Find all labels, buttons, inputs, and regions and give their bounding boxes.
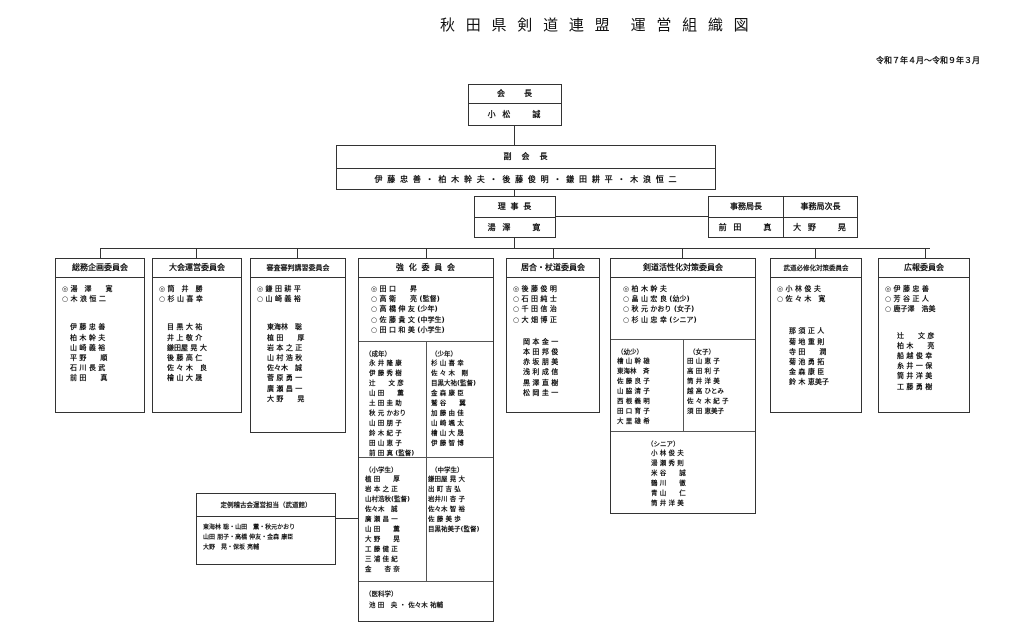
committee-koho-members: 辻 文 彦 柏 木 亮 船 越 俊 幸 糸 井 一 保 筒 井 洋 美 工 藤 … [897, 331, 935, 391]
kyoka-chugaku-list: 鎌田屋 晃 大 出 町 吉 弘 岩井川 杏 子 佐々木 智 裕 佐 藤 美 歩 … [428, 475, 480, 533]
kyoka-section-shogaku: （小学生） 植 田 厚 岩 本 之 正 山村浩秋(監督) 佐々木 誠 廣 瀬 昌… [359, 457, 493, 582]
period-label: 令和７年４月～令和９年３月 [876, 56, 980, 65]
connector-drop-hisshu [815, 248, 816, 258]
kyoka-chugaku-label: （中学生） [431, 466, 464, 474]
fukukaicho-label: 副 会 長 [337, 146, 715, 169]
committee-soumu-leads: ◎ 湯 澤 寛 ○ 木 浪 恒 二 [62, 285, 113, 304]
connector-drop-kasseika [682, 248, 683, 258]
committee-kasseika-title: 剣道活性化対策委員会 [611, 259, 755, 278]
committee-iai-members: 岡 本 金 一 本 田 邦 俊 赤 坂 朋 美 浅 利 成 信 黒 澤 直 樹 … [523, 337, 559, 397]
kasseika-yosho-divider [683, 340, 684, 432]
committee-shinsa-leads: ◎ 鎌 田 耕 平 ○ 山 崎 義 裕 [257, 285, 301, 304]
committee-soumu-title: 総務企画委員会 [56, 259, 144, 278]
connector-drop-koho [925, 248, 926, 258]
committee-koho-leads: ◎ 伊 藤 忠 善 ○ 芳 谷 正 人 ○ 鹿子澤 浩美 [885, 285, 936, 314]
kyoka-seinen-divider [426, 342, 427, 458]
committee-shinsa-title: 審査審判講習委員会 [251, 259, 345, 278]
connector-bus [100, 248, 930, 249]
committee-iai-leads: ◎ 後 藤 俊 明 ○ 石 田 純 士 ○ 千 田 信 治 ○ 大 畑 博 正 [513, 285, 557, 324]
connector-riji-bus [514, 238, 515, 248]
kasseika-joshi-label: （女子） [689, 348, 715, 356]
committee-kasseika: 剣道活性化対策委員会 ◎ 柏 木 幹 夫 ○ 畠 山 宏 良 (幼少) ○ 秋 … [610, 258, 756, 514]
kasseika-senior-list: 小 林 俊 夫 湯 瀬 秀 則 米 谷 誠 鶴 川 徹 青 山 仁 筒 井 洋 … [651, 449, 686, 507]
fukukaicho-box: 副 会 長 伊 藤 忠 善 ・ 柏 木 幹 夫 ・ 後 藤 俊 明 ・ 鎌 田 … [336, 145, 716, 190]
jimukyoku-box: 事務局長 事務局次長 前 田 真 大 野 晃 [708, 196, 858, 238]
kaicho-name: 小 松 誠 [487, 110, 543, 119]
committee-koho-title: 広報委員会 [879, 259, 969, 278]
connector-drop-taikai [196, 248, 197, 258]
committee-hisshu: 武道必修化対策委員会 ◎ 小 林 俊 夫 ○ 佐 々 木 寛 那 須 正 人 菊… [770, 258, 862, 413]
keiko-title: 定例稽古会運営担当（武道館） [197, 494, 335, 517]
committee-shinsa-members: 東海林 聡 植 田 厚 岩 本 之 正 山 村 浩 秋 佐々木 誠 菅 原 勇 … [267, 323, 305, 403]
connector-drop-soumu [100, 248, 101, 258]
committee-taikai-title: 大会運営委員会 [153, 259, 241, 278]
committee-taikai-leads: ◎ 筒 井 勝 ○ 杉 山 喜 幸 [159, 285, 203, 304]
committee-kasseika-leads: ◎ 柏 木 幹 夫 ○ 畠 山 宏 良 (幼少) ○ 秋 元 かおり (女子) … [623, 285, 697, 324]
jimukyokujicho-name: 大 野 晃 [793, 223, 848, 232]
kaicho-label: 会 長 [469, 85, 561, 104]
committee-iai-title: 居合・杖道委員会 [507, 259, 599, 278]
committee-taikai: 大会運営委員会 ◎ 筒 井 勝 ○ 杉 山 喜 幸 目 黒 大 祐 井 上 敬 … [152, 258, 242, 413]
kyoka-shogaku-label: （小学生） [365, 466, 398, 474]
committee-hisshu-leads: ◎ 小 林 俊 夫 ○ 佐 々 木 寛 [777, 285, 826, 304]
kasseika-senior-label: （シニア） [647, 440, 680, 448]
committee-kyoka-leads: ◎ 田 口 昇 ○ 高 衛 亮 (監督) ○ 高 橋 伸 友 (少年) ○ 佐 … [371, 285, 445, 334]
kyoka-section-ika: （医科学） 池 田 央 ・ 佐々木 祐輔 [359, 581, 493, 622]
committee-shinsa: 審査審判講習委員会 ◎ 鎌 田 耕 平 ○ 山 崎 義 裕 東海林 聡 植 田 … [250, 258, 346, 433]
kyoka-shonen-label: （少年） [431, 350, 457, 358]
kasseika-yosho-label: （幼少） [617, 348, 643, 356]
kyoka-seinen-label: （成年） [365, 350, 391, 358]
connector-keiko [336, 518, 360, 519]
kyoka-section-seinen: （成年） 永 井 隆 康 伊 藤 秀 樹 辻 文 彦 山 田 薫 土 田 圭 助… [359, 341, 493, 458]
committee-iai: 居合・杖道委員会 ◎ 後 藤 俊 明 ○ 石 田 純 士 ○ 千 田 信 治 ○… [506, 258, 600, 413]
jimukyokucho-label: 事務局長 [730, 202, 762, 211]
committee-hisshu-title: 武道必修化対策委員会 [771, 259, 861, 278]
connector-kaicho-fuku [514, 126, 515, 145]
jimukyokujicho-label: 事務局次長 [800, 202, 841, 211]
jimukyoku-hline [709, 217, 857, 218]
connector-drop-iai [553, 248, 554, 258]
rijicho-name: 湯 澤 寛 [487, 223, 543, 232]
fukukaicho-names: 伊 藤 忠 善 ・ 柏 木 幹 夫 ・ 後 藤 俊 明 ・ 鎌 田 耕 平 ・ … [374, 175, 678, 184]
committee-hisshu-members: 那 須 正 人 菊 地 重 則 寺 田 潤 菊 池 勇 拓 金 森 康 臣 鈴 … [789, 327, 829, 387]
kasseika-joshi-list: 田 山 恵 子 高 田 利 子 筒 井 洋 美 越 高 ひとみ 佐 々 木 紀 … [687, 357, 729, 415]
kyoka-ika-list: 池 田 央 ・ 佐々木 祐輔 [369, 601, 444, 609]
rijicho-label: 理 事 長 [475, 197, 555, 218]
connector-drop-shinsa [297, 248, 298, 258]
connector-drop-kyoka [426, 248, 427, 258]
kyoka-shonen-list: 杉 山 喜 幸 佐 々 木 剛 目黒大祐(監督) 金 森 康 臣 鷲 谷 翼 加… [431, 359, 476, 447]
committee-taikai-members: 目 黒 大 祐 井 上 敬 介 鎌田屋 晃 大 後 藤 高 仁 佐 々 木 良 … [167, 323, 207, 383]
kasseika-section-senior: （シニア） 小 林 俊 夫 湯 瀬 秀 則 米 谷 誠 鶴 川 徹 青 山 仁 … [611, 431, 755, 514]
keiko-names: 東海林 聡・山田 薫・秋元かおり 山田 朋子・高橋 伸友・金森 康臣 大野 晃・… [203, 524, 296, 551]
committee-kyoka: 強 化 委 員 会 ◎ 田 口 昇 ○ 高 衛 亮 (監督) ○ 高 橋 伸 友… [358, 258, 494, 622]
kyoka-shogaku-list: 植 田 厚 岩 本 之 正 山村浩秋(監督) 佐々木 誠 廣 瀬 昌 一 山 田… [365, 475, 410, 573]
kasseika-yosho-list: 檜 山 幹 雄 東海林 斉 佐 藤 良 子 山 脇 清 子 西 根 義 明 田 … [617, 357, 650, 425]
keiko-box: 定例稽古会運営担当（武道館） 東海林 聡・山田 薫・秋元かおり 山田 朋子・高橋… [196, 493, 336, 565]
kasseika-section-yosho: （幼少） 檜 山 幹 雄 東海林 斉 佐 藤 良 子 山 脇 清 子 西 根 義… [611, 339, 755, 432]
connector-fuku-riji [514, 190, 515, 200]
committee-koho: 広報委員会 ◎ 伊 藤 忠 善 ○ 芳 谷 正 人 ○ 鹿子澤 浩美 辻 文 彦… [878, 258, 970, 413]
kyoka-seinen-list: 永 井 隆 康 伊 藤 秀 樹 辻 文 彦 山 田 薫 土 田 圭 助 秋 元 … [369, 359, 415, 457]
kyoka-ika-label: （医科学） [365, 590, 398, 598]
kyoka-shogaku-divider [426, 458, 427, 582]
page-title: 秋 田 県 剣 道 連 盟 運 営 組 織 図 [440, 16, 752, 34]
connector-riji-jimu [556, 216, 708, 217]
jimukyokucho-name: 前 田 真 [718, 223, 774, 232]
committee-soumu-members: 伊 藤 忠 善 柏 木 幹 夫 山 崎 義 裕 平 野 順 石 川 長 武 前 … [70, 323, 108, 383]
committee-soumu: 総務企画委員会 ◎ 湯 澤 寛 ○ 木 浪 恒 二 伊 藤 忠 善 柏 木 幹 … [55, 258, 145, 413]
kaicho-box: 会 長 小 松 誠 [468, 84, 562, 126]
rijicho-box: 理 事 長 湯 澤 寛 [474, 196, 556, 238]
committee-kyoka-title: 強 化 委 員 会 [359, 259, 493, 278]
